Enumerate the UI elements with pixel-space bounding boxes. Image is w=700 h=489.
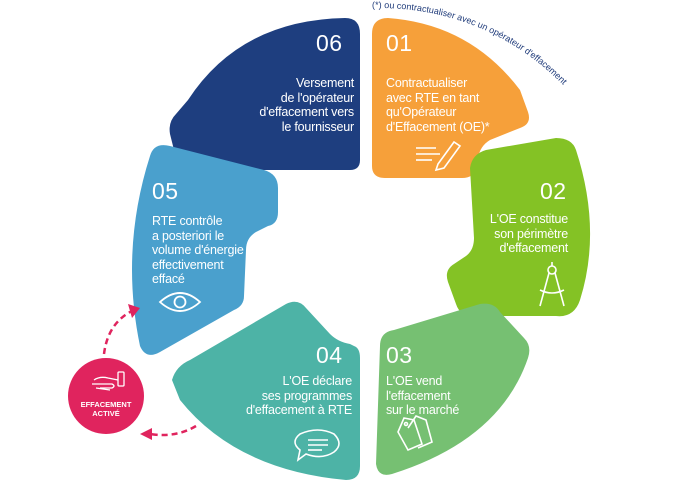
step-05-number: 05 <box>152 178 179 204</box>
step-03-description: L'OE vend l'effacement sur le marché <box>386 374 460 417</box>
hand-switch-icon <box>92 371 125 391</box>
arrowhead-from-04 <box>140 428 152 440</box>
step-01-description: Contractualiser avec RTE en tant qu'Opér… <box>386 76 490 134</box>
step-04-description: L'OE déclare ses programmes d'effacement… <box>245 374 352 417</box>
badge-label: EFFACEMENT ACTIVÉ <box>80 400 132 418</box>
effacement-active-badge <box>68 358 144 434</box>
dashed-arrow-to-05 <box>102 308 135 355</box>
compass-icon <box>539 262 565 307</box>
step-06-description: Versement de l'opérateur d'effacement ve… <box>259 76 354 134</box>
segment-04-shape <box>172 301 360 480</box>
dashed-arrow-from-04 <box>149 424 197 437</box>
arrowhead-to-05 <box>128 304 140 318</box>
segment-02-shape <box>446 138 591 317</box>
segment-01-shape <box>372 18 529 178</box>
segment-03-shape <box>376 303 530 475</box>
segment-06-shape <box>169 18 360 170</box>
pen-document-icon <box>416 140 462 172</box>
step-02-description: L'OE constitue son périmètre d'effacemen… <box>489 212 568 255</box>
step-03-number: 03 <box>386 342 413 368</box>
step-06-number: 06 <box>316 30 343 56</box>
segment-05-shape <box>132 145 278 355</box>
step-05-description: RTE contrôle a posteriori le volume d'én… <box>152 214 244 286</box>
step-04-number: 04 <box>316 342 343 368</box>
step-02-number: 02 <box>540 178 567 204</box>
step-01-number: 01 <box>386 30 413 56</box>
eye-icon <box>158 292 202 312</box>
price-tags-icon <box>397 415 433 452</box>
speech-bubble-icon <box>294 429 340 462</box>
